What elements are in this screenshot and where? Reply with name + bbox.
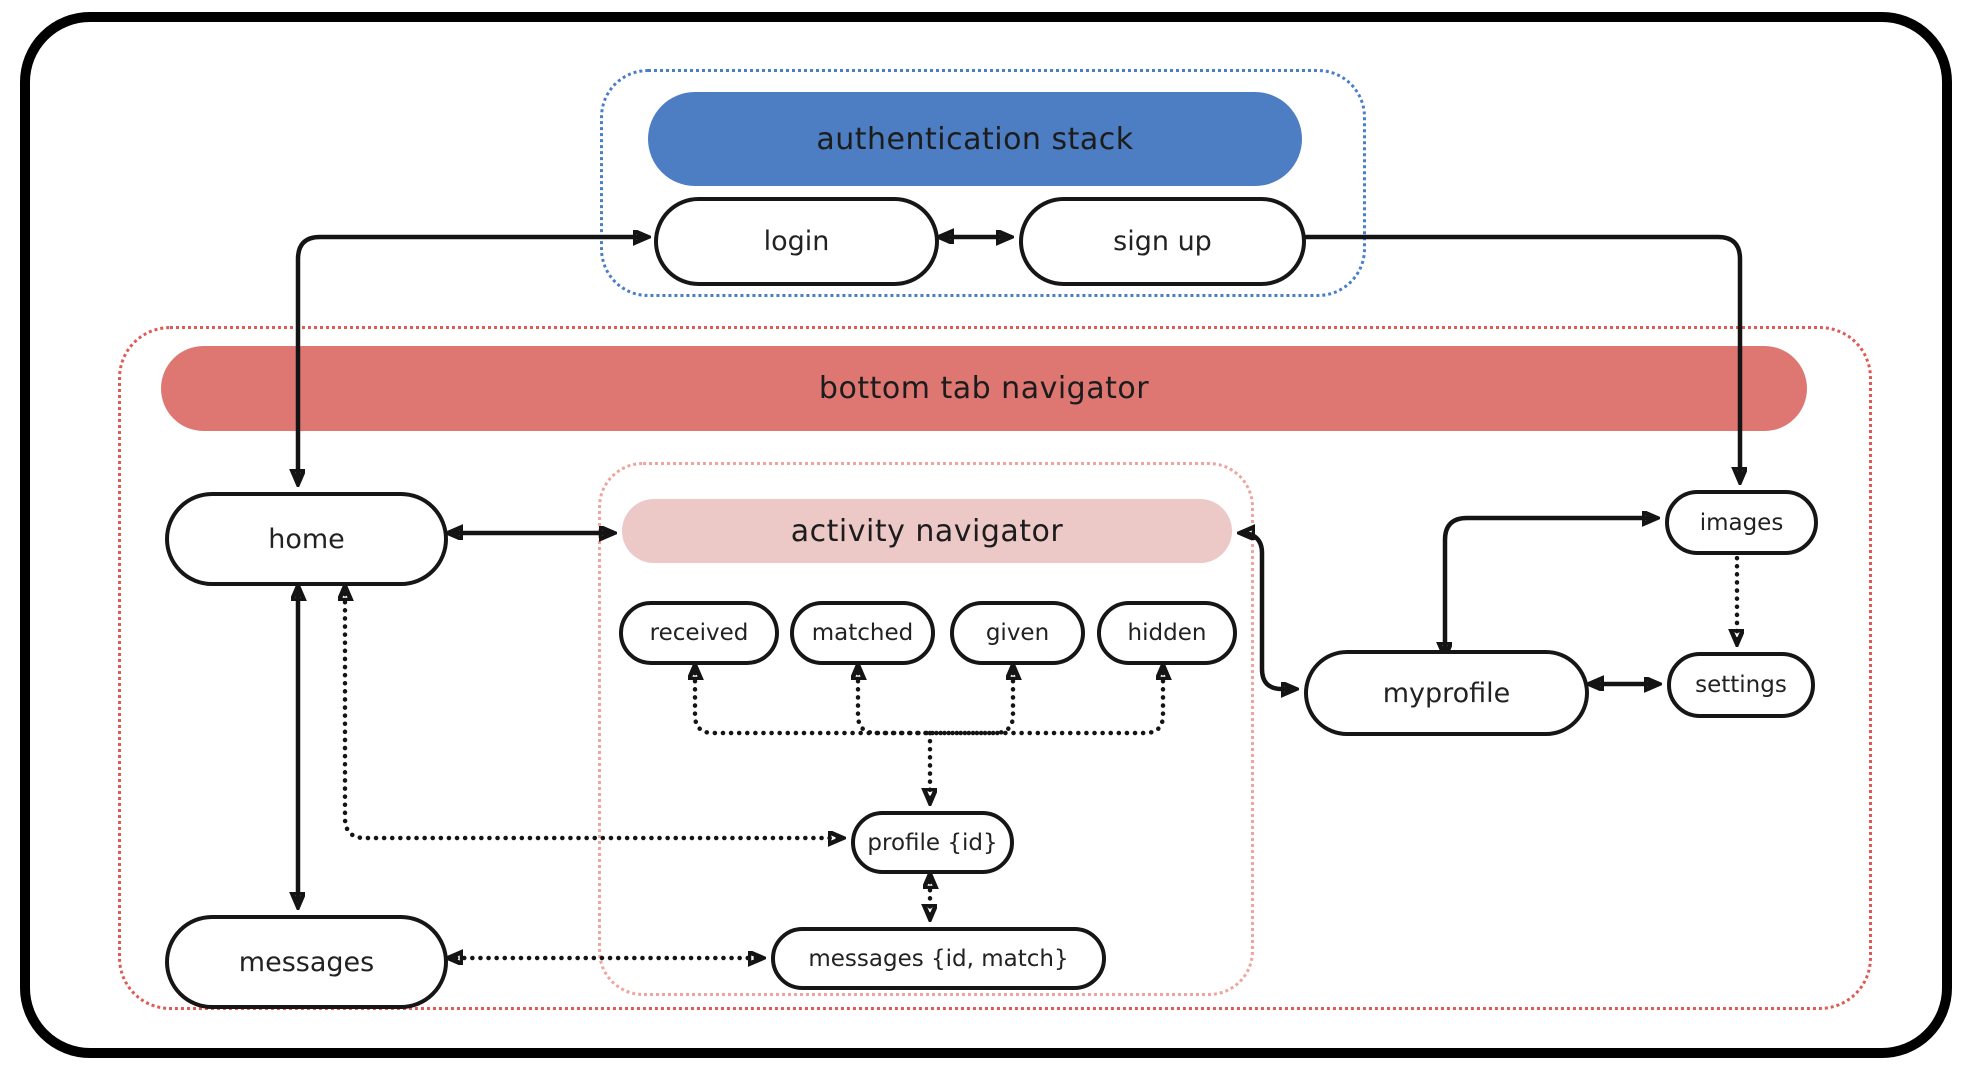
bottom-tab-navigator-title: bottom tab navigator [818, 371, 1150, 406]
edge-junction-hidden [927, 665, 1163, 736]
node-login: login [654, 197, 939, 286]
activity-navigator-header: activity navigator [622, 499, 1232, 563]
node-home: home [165, 492, 448, 586]
edge-myprofile-images [1445, 518, 1657, 657]
edge-junction-given [927, 665, 1013, 736]
edge-junction-matched [858, 665, 935, 736]
authentication-stack-group [600, 69, 1366, 297]
edge-login-home [298, 237, 648, 484]
edge-signup-images [1298, 234, 1740, 482]
node-settings: settings [1667, 652, 1815, 718]
edge-junction-received [695, 665, 933, 736]
node-received: received [619, 601, 779, 665]
node-matched: matched [790, 601, 935, 665]
bottom-tab-navigator-group [118, 326, 1872, 1010]
outer-frame [20, 12, 1952, 1058]
activity-navigator-title: activity navigator [790, 513, 1064, 549]
node-images: images [1665, 490, 1818, 555]
node-hidden: hidden [1097, 601, 1237, 665]
node-given: given [950, 601, 1085, 665]
authentication-stack-header: authentication stack [648, 92, 1302, 186]
node-profile-id: profile {id} [851, 811, 1014, 874]
node-myprofile: myprofile [1304, 650, 1589, 736]
edge-activity-myprofile [1240, 533, 1296, 689]
node-signup: sign up [1019, 197, 1306, 286]
node-messages-id-match: messages {id, match} [771, 927, 1106, 990]
node-messages: messages [165, 915, 448, 1009]
authentication-stack-title: authentication stack [816, 121, 1134, 157]
